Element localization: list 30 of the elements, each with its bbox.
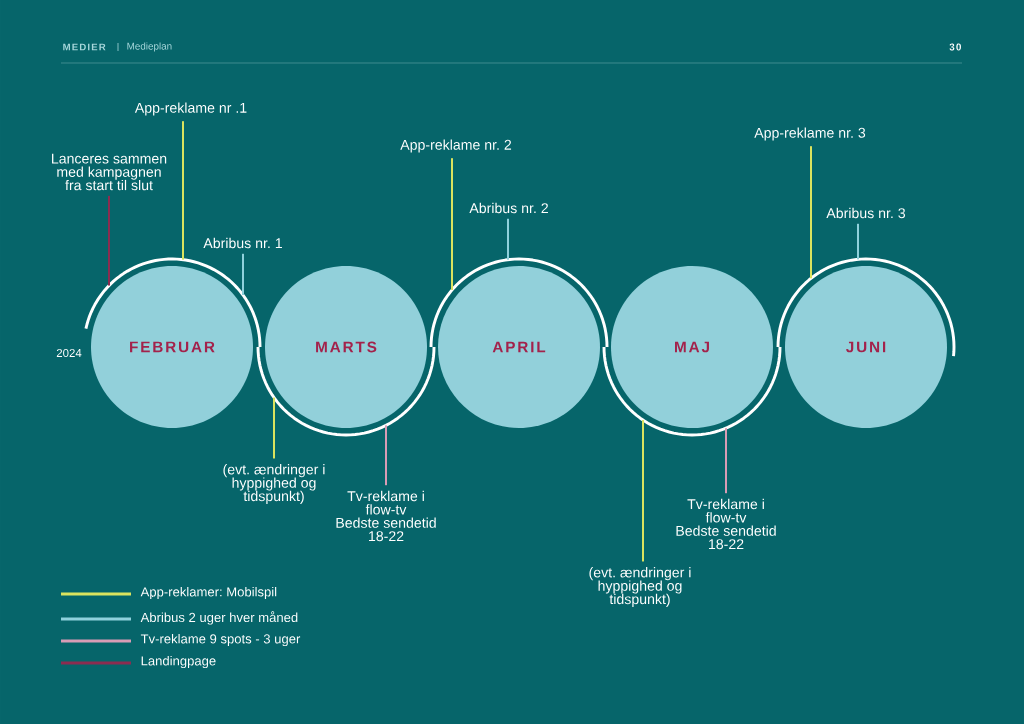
leader-line	[857, 222, 859, 261]
annotation-text: (evt. ændringer i hyppighed og tidspunkt)	[223, 464, 325, 504]
year-label: 2024	[56, 348, 82, 358]
legend-text: App-reklamer: Mobilspil	[140, 586, 277, 600]
annotation-text: App-reklame nr. 3	[754, 127, 866, 141]
legend-text: Tv-reklame 9 spots - 3 uger	[140, 633, 301, 647]
leader-line	[451, 157, 453, 291]
header-subtitle: Medieplan	[127, 42, 172, 52]
annotation-text: App-reklame nr .1	[134, 102, 247, 116]
leader-line	[242, 252, 244, 296]
header-title: MEDIER	[63, 43, 106, 51]
annotation-text: Tv-reklame i flow-tv Bedste sendetid 18-22	[676, 498, 776, 550]
legend-text: Abribus 2 uger hver måned	[140, 611, 298, 625]
leader-line	[810, 145, 812, 280]
leader-line	[273, 396, 275, 460]
leader-line	[182, 120, 184, 261]
annotation-text: Abribus nr. 3	[826, 207, 906, 219]
annotation-text: Abribus nr. 2	[469, 202, 548, 214]
page-number: 30	[949, 43, 961, 51]
leader-line	[385, 424, 387, 487]
leader-line	[725, 427, 727, 495]
annotation-text: Lanceres sammen med kampagnen fra start til slut	[52, 153, 167, 191]
leader-line	[108, 194, 110, 287]
annotation-text: (evt. ændringer i hyppighed og tidspunkt)	[589, 567, 691, 607]
leader-line	[642, 419, 644, 563]
leader-line	[507, 217, 509, 261]
annotation-text: Abribus nr. 1	[203, 237, 282, 249]
annotation-text: App-reklame nr. 2	[400, 139, 512, 153]
legend-text: Landingpage	[141, 655, 216, 669]
annotation-text: Tv-reklame i flow-tv Bedste sendetid 18-22	[336, 490, 436, 542]
